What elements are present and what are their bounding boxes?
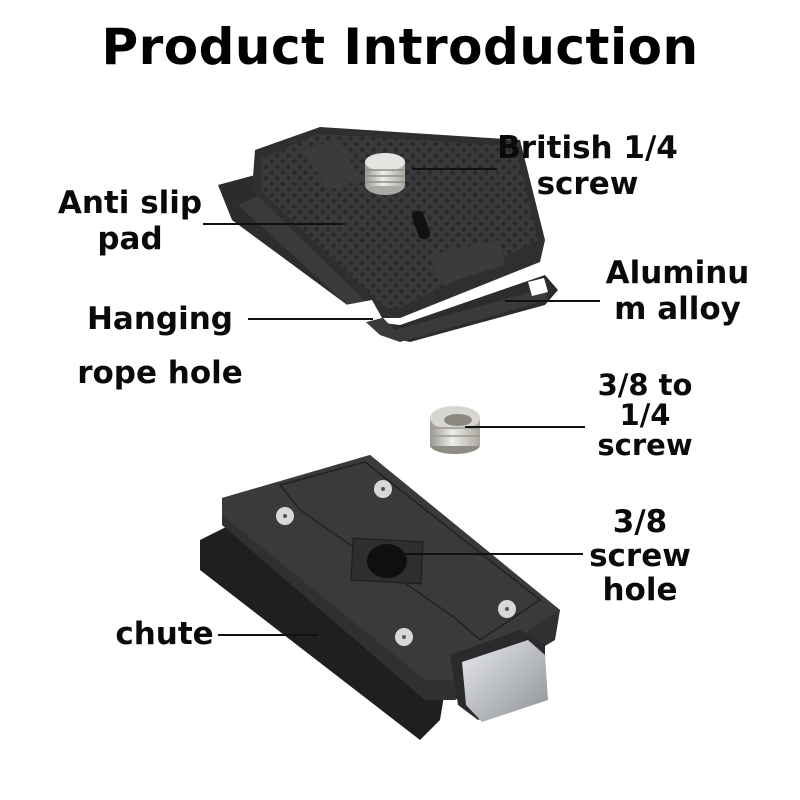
- screw-hole-leader-line: [395, 553, 583, 555]
- aluminum-leader-line: [505, 300, 600, 302]
- adapter-leader-line: [465, 426, 585, 428]
- adapter-screw: [430, 406, 480, 454]
- label-aluminum-alloy: Aluminu m alloy: [605, 255, 750, 327]
- british-screw-leader-line: [412, 168, 497, 170]
- label-hanging-rope-hole: Hanging rope hole: [77, 301, 243, 391]
- page-title: Product Introduction: [101, 18, 699, 76]
- label-british-screw: British 1/4 screw: [497, 130, 678, 202]
- base-clamp: [200, 455, 560, 740]
- label-adapter-screw: 3/8 to 1/4 screw: [597, 368, 693, 462]
- label-screw-hole: 3/8 screw hole: [589, 504, 691, 608]
- chute-leader-line: [218, 634, 318, 636]
- hanging-hole-leader-line: [248, 318, 373, 320]
- label-anti-slip-pad: Anti slip pad: [57, 185, 203, 257]
- top-plate: [218, 127, 558, 342]
- label-chute: chute: [115, 616, 214, 652]
- anti-slip-leader-line: [203, 223, 343, 225]
